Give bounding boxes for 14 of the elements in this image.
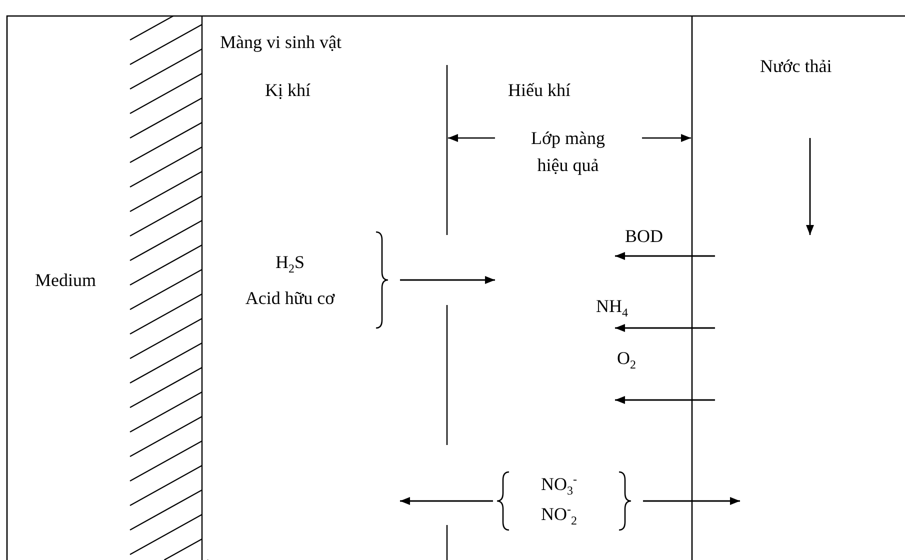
layer-label: Lớp màng hiệu quả [530,127,606,177]
zone-title: Kị khí [265,80,311,102]
region-title: Màng vi sinh vật [220,32,342,54]
region-title: Nước thải [760,56,832,78]
substance-list: Acid hữu cơ [245,286,335,310]
region-title: Medium [35,270,96,292]
substance-list: H$_{2}$S [245,250,335,274]
substance-label: NH$_{4}$ [596,296,628,318]
zone-title: Hiếu khí [508,80,570,102]
substance-label: BOD [625,226,664,248]
arrow [400,276,495,284]
arrow [400,497,493,505]
arrow [643,497,740,505]
substance-label: O$_{2}$ [617,348,636,370]
